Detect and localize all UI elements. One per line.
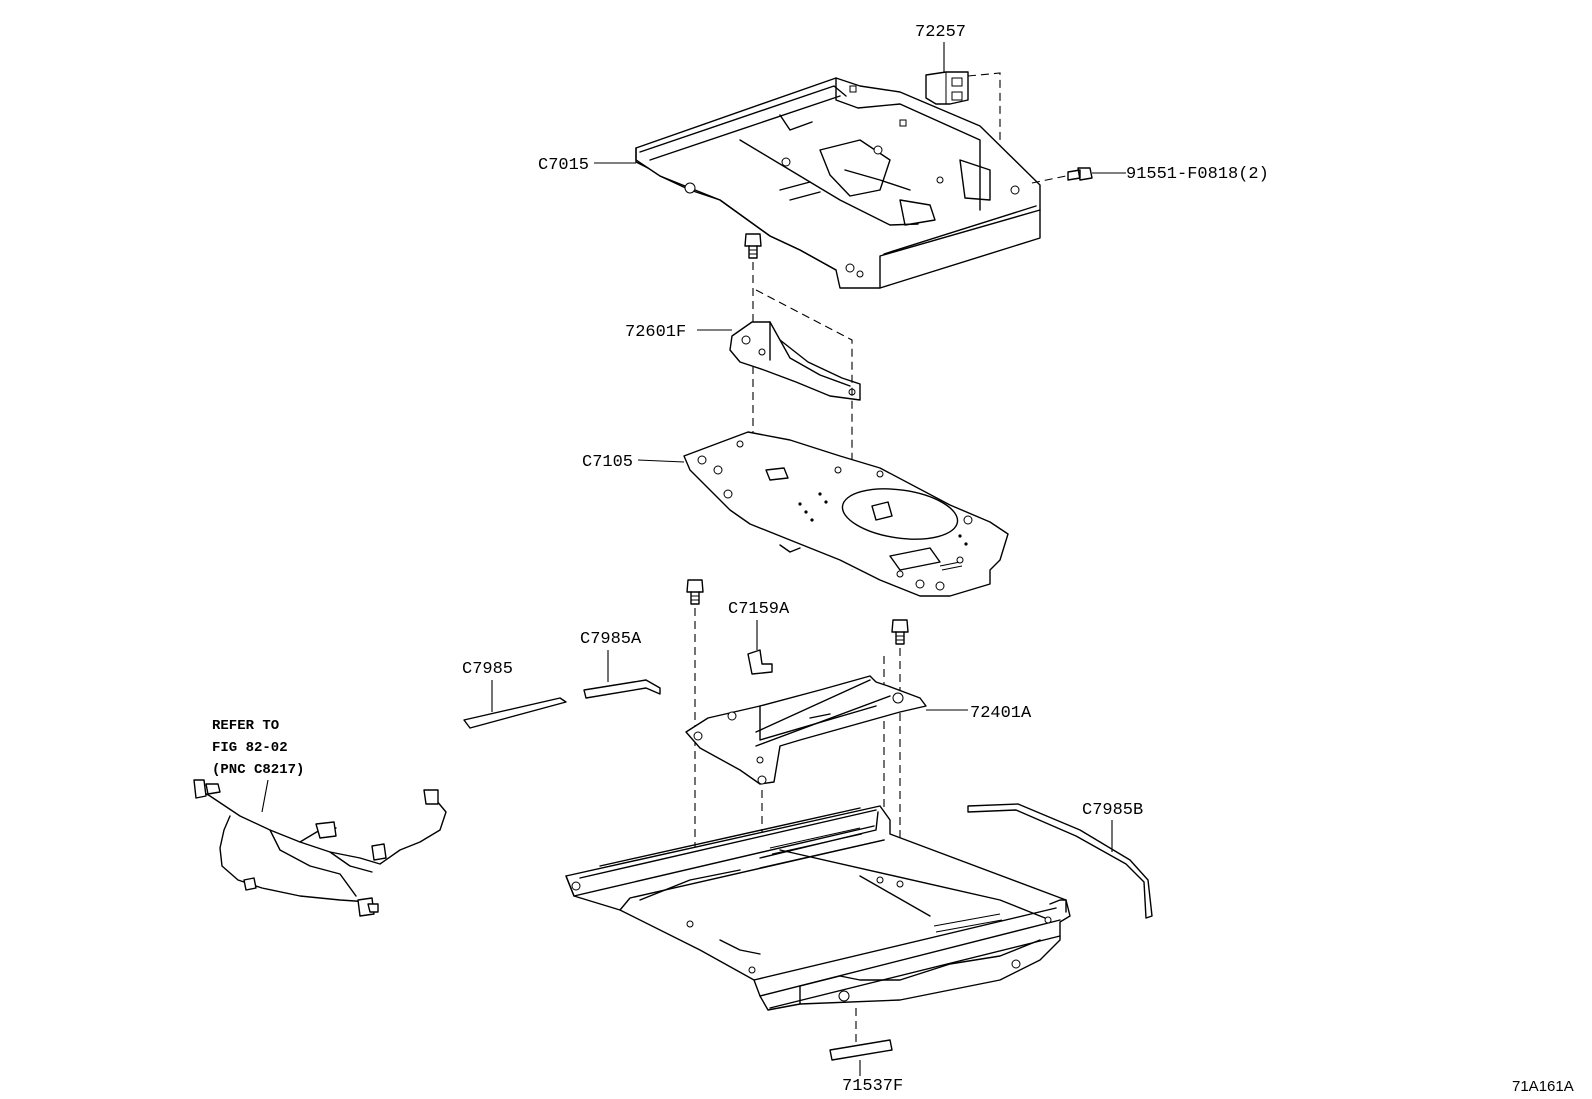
part-C7985-bar [463, 697, 567, 729]
refer-note-line2: FIG 82-02 [212, 740, 288, 756]
dash-91551 [1031, 175, 1067, 184]
refer-note-line1: REFER TO [212, 718, 279, 734]
figure-code: 71A161A [1512, 1078, 1574, 1095]
part-91551-F0818-bolt [1067, 167, 1093, 181]
refer-note-leader [261, 779, 269, 813]
label-91551-F0818: 91551-F0818(2) [1126, 165, 1269, 184]
part-C7105-plate [683, 431, 1009, 597]
bolt-upper [744, 233, 762, 259]
part-72257-bracket [925, 71, 969, 105]
part-71537F-pad [829, 1039, 893, 1061]
refer-note-line3: (PNC C8217) [212, 762, 304, 778]
bolt-left [686, 579, 704, 605]
part-C7159A-clip [747, 649, 773, 675]
label-C7985B: C7985B [1082, 801, 1143, 820]
part-72601F-bracket [729, 321, 861, 401]
label-C7985A: C7985A [580, 630, 642, 649]
part-C7985B-rod [967, 803, 1153, 919]
wire-harness [193, 779, 447, 917]
part-C7985A-rod [583, 679, 661, 699]
label-72601F: 72601F [625, 323, 686, 342]
label-72401A: 72401A [970, 704, 1032, 723]
part-lower-track-frame [565, 805, 1071, 1011]
label-C7159A: C7159A [728, 600, 790, 619]
label-C7985: C7985 [462, 660, 513, 679]
label-72257: 72257 [915, 23, 966, 42]
label-C7105: C7105 [582, 453, 633, 472]
part-C7015-upper-frame [635, 77, 1041, 289]
label-C7015: C7015 [538, 156, 589, 175]
bolt-right [891, 619, 909, 645]
label-71537F: 71537F [842, 1077, 903, 1096]
part-72401A-bracket [685, 675, 927, 785]
